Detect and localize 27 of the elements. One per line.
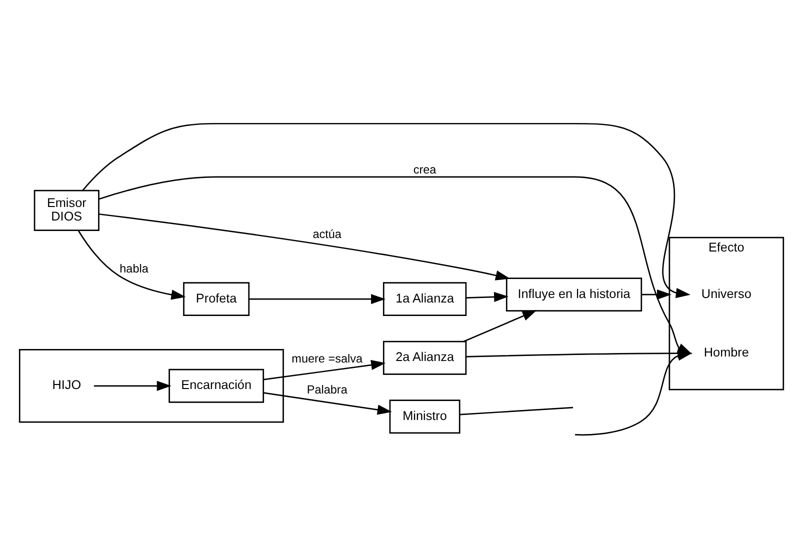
arrow bbox=[98, 212, 510, 280]
node-box: Emisor DIOS bbox=[34, 189, 100, 231]
arrow bbox=[463, 310, 537, 342]
edge-label: muere =salva bbox=[292, 352, 363, 366]
arrow bbox=[264, 392, 392, 414]
edge-label: habla bbox=[120, 262, 148, 275]
arrow bbox=[249, 294, 386, 304]
node-box: Encarnación bbox=[168, 368, 264, 402]
node-box: 1a Alianza bbox=[382, 282, 467, 316]
arrow bbox=[264, 359, 386, 380]
connector bbox=[460, 406, 574, 415]
edge-label: crea bbox=[413, 163, 436, 176]
node-box: 2a Alianza bbox=[382, 340, 467, 374]
arrow bbox=[94, 380, 172, 390]
arrow bbox=[78, 230, 186, 300]
edge-label: Palabra bbox=[306, 382, 348, 396]
node-text: Hombre bbox=[704, 345, 749, 360]
edge-label: actúa bbox=[312, 227, 342, 240]
cluster bbox=[18, 348, 284, 422]
arrow bbox=[82, 122, 690, 298]
node-box: Influye en la historia bbox=[506, 277, 642, 311]
node-text: HIJO bbox=[52, 378, 82, 392]
arrow bbox=[466, 291, 509, 302]
node-box: Ministro bbox=[389, 399, 460, 434]
node-text: Universo bbox=[701, 286, 752, 300]
node-box: Profeta bbox=[183, 282, 250, 316]
arrow bbox=[641, 288, 672, 300]
